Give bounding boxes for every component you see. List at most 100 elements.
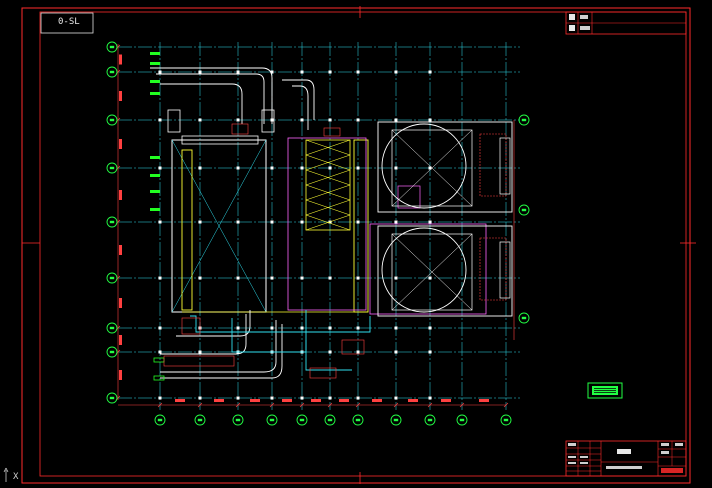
grid-bubble-right-mark [521,118,527,122]
valve-marker [150,62,160,65]
fan-room-lower-inner [391,233,473,311]
grid-bubble-bottom-mark [235,418,241,422]
grid-bubble-left-mark [109,396,115,400]
grid-bubble-left [106,114,118,126]
dimension-tick [235,402,241,408]
fan-room-upper-diagonal [391,129,473,207]
dimension-text-mark [119,190,122,200]
dimension-text-mark [479,399,489,402]
dimension-text-mark [119,370,122,380]
grid-bubble-bottom [324,414,336,426]
pipe-run [190,315,371,333]
dimension-text-mark [119,335,122,345]
grid-bubble-right [518,114,530,126]
grid-bubble-layer [106,41,530,426]
grid-bubble-right-mark [521,208,527,212]
grid-bubble-left-mark [109,118,115,122]
revision-block [565,11,687,35]
grid-bubble-bottom [296,414,308,426]
dimension-tick [459,402,465,408]
grid-bubble-left [106,216,118,228]
steel-truss-brace [305,154,351,171]
column-mark [300,396,304,400]
grid-bubble-bottom [456,414,468,426]
column-mark [428,350,432,354]
pipe-run [150,67,273,124]
separator-right [261,109,275,133]
column-mark [158,326,162,330]
column-mark [236,166,240,170]
red-detail-box [323,127,341,137]
column-mark [158,220,162,224]
grid-bubble-left [106,162,118,174]
column-mark [328,118,332,122]
steel-truss-brace [305,214,351,231]
valve-marker [150,92,160,95]
steel-frame-magenta [369,223,487,315]
pipe-run [160,83,243,124]
column-mark [300,118,304,122]
duct-yellow [181,149,193,311]
column-mark [270,326,274,330]
column-mark [356,166,360,170]
grid-bubble-left [106,41,118,53]
grid-bubble-bottom-mark [393,418,399,422]
dimension-tick [393,402,399,408]
column-mark [356,326,360,330]
pipe-run [160,324,283,379]
column-mark [356,70,360,74]
column-mark [270,166,274,170]
fan-room-upper-side-box [499,137,511,195]
column-mark [394,396,398,400]
grid-bubble-left-mark [109,350,115,354]
column-mark [236,396,240,400]
steel-truss-brace [305,139,351,156]
grid-bubble-bottom [232,414,244,426]
column-mark [356,220,360,224]
axis-grid-layer [118,42,520,410]
column-mark [356,276,360,280]
pipe-run [176,310,251,337]
pipe-run [292,85,309,130]
red-detail-box [309,367,337,379]
dimension-text-mark [175,399,185,402]
grid-bubble-left-mark [109,45,115,49]
grid-bubble-bottom [154,414,166,426]
separator-left [167,109,181,133]
column-mark [158,118,162,122]
column-mark [328,276,332,280]
pipe-run [160,314,247,355]
grid-bubble-bottom-mark [427,418,433,422]
column-mark [328,350,332,354]
column-mark [236,220,240,224]
pipe-run [160,320,277,373]
column-mark [158,70,162,74]
ucs-x-label: X [13,472,19,482]
grid-bubble-bottom [266,414,278,426]
column-mark [300,326,304,330]
column-mark [428,70,432,74]
column-mark [158,396,162,400]
grid-bubble-bottom-mark [459,418,465,422]
grid-bubble-bottom [500,414,512,426]
valve-marker [150,52,160,55]
grid-bubble-bottom-mark [503,418,509,422]
column-mark [356,118,360,122]
grid-bubble-bottom-mark [327,418,333,422]
column-mark [394,70,398,74]
grid-bubble-bottom [352,414,364,426]
dimension-tick [157,402,163,408]
legend-stamp [587,382,623,399]
fan-room-upper-red-dashed [479,133,507,197]
column-mark [198,220,202,224]
dimension-tick [197,402,203,408]
fan-room-lower-red-dashed [479,237,507,301]
valve-marker-outline [153,357,165,363]
grid-bubble-bottom-mark [299,418,305,422]
column-mark [328,326,332,330]
column-mark [394,326,398,330]
steel-truss-brace [305,184,351,201]
column-mark [394,220,398,224]
